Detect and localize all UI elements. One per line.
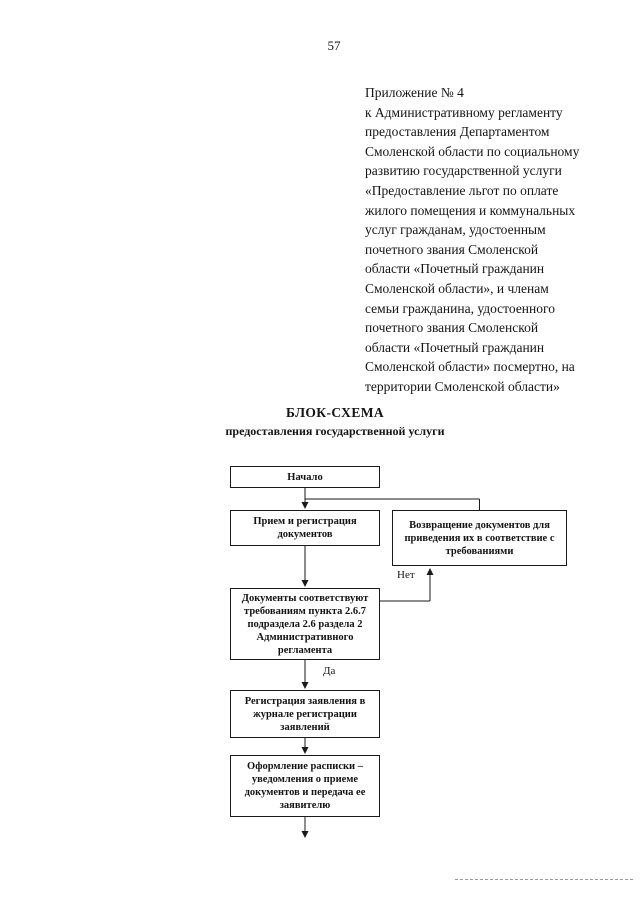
- flowchart-box-start: Начало: [230, 466, 380, 488]
- flowchart-title: БЛОК-СХЕМА: [285, 405, 385, 420]
- arrowhead-check: [301, 580, 309, 587]
- page-number: 57: [327, 38, 341, 53]
- arrowhead-return: [426, 568, 434, 575]
- arrowhead-receive: [301, 502, 309, 509]
- flowchart-box-check-requirements: Документы соответствуют требованиям пунк…: [230, 588, 380, 660]
- flowchart-box-issue-receipt: Оформление расписки – уведомления о прие…: [230, 755, 380, 817]
- branch-label-yes: Да: [323, 665, 336, 677]
- scan-artifact-line: [455, 879, 633, 880]
- flowchart-box-receive-register-documents: Прием и регистрация документов: [230, 510, 380, 546]
- arrowhead-receipt: [301, 747, 309, 754]
- flowchart-box-return-documents: Возвращение документов для приведения их…: [392, 510, 567, 566]
- flowchart-subtitle: предоставления государственной услуги: [225, 424, 445, 438]
- arrowhead-register: [301, 682, 309, 689]
- flowchart-box-register-application: Регистрация заявления в журнале регистра…: [230, 690, 380, 738]
- branch-label-no: Нет: [397, 569, 415, 581]
- arrowhead-next: [301, 831, 309, 838]
- appendix-heading: Приложение № 4 к Административному регла…: [365, 85, 580, 394]
